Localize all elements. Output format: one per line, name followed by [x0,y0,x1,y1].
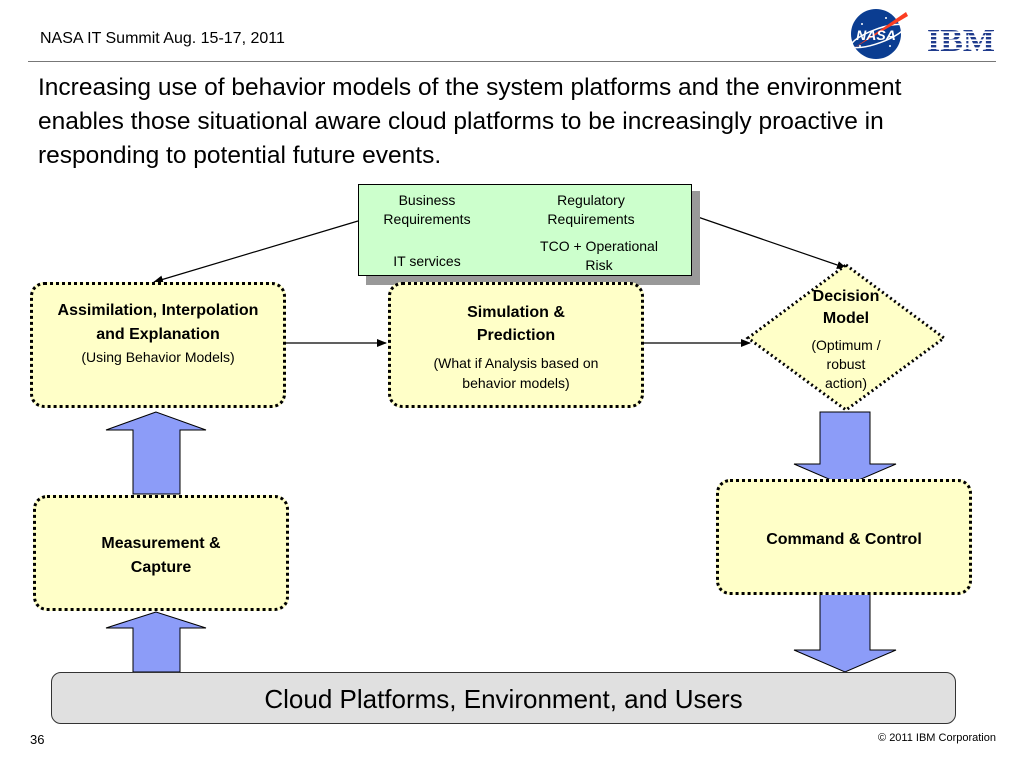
decision-diamond [745,263,947,412]
it-services: IT services [393,253,461,269]
regulatory-requirements: Regulatory Requirements [547,192,635,227]
ibm-logo: IBM [927,25,995,55]
tco-operational-risk: TCO + Operational Risk [540,238,658,273]
header-divider [28,61,996,62]
up-arrow-to-assimilation [105,411,207,495]
simulation-title: Simulation & Prediction [467,304,565,344]
svg-text:NASA: NASA [856,27,896,43]
measurement-title: Measurement & Capture [101,535,221,576]
assimilation-subtitle: (Using Behavior Models) [81,349,235,365]
cloud-platforms-bar: Cloud Platforms, Environment, and Users [51,672,956,724]
simulation-node: Simulation & Prediction (What if Analysi… [388,282,644,408]
req-to-assimilation-arrow [153,220,359,284]
svg-text:IBM: IBM [927,25,995,55]
simulation-subtitle: (What if Analysis based on behavior mode… [433,355,599,391]
down-arrow-to-command [793,411,897,487]
page-number: 36 [30,732,45,747]
requirements-box: Business Requirements Regulatory Require… [358,184,692,276]
event-header: NASA IT Summit Aug. 15-17, 2011 [40,30,285,47]
decision-title: Decision Model [812,288,880,327]
command-node: Command & Control [716,479,972,595]
decision-node: Decision Model (Optimum / robust action) [804,286,888,393]
decision-subtitle: (Optimum / robust action) [811,337,881,391]
down-arrow-to-cloud [793,593,897,673]
business-requirements: Business Requirements [383,192,471,227]
copyright: © 2011 IBM Corporation [878,732,996,744]
req-to-decision-arrow [691,214,847,269]
measurement-node: Measurement & Capture [33,495,289,611]
command-title: Command & Control [766,531,922,548]
up-arrow-to-measurement [105,611,207,673]
nasa-logo: NASA [850,9,908,59]
slide-title: Increasing use of behavior models of the… [38,74,902,169]
assimilation-node: Assimilation, Interpolation and Explanat… [30,282,286,408]
assimilation-title: Assimilation, Interpolation and Explanat… [57,302,259,343]
